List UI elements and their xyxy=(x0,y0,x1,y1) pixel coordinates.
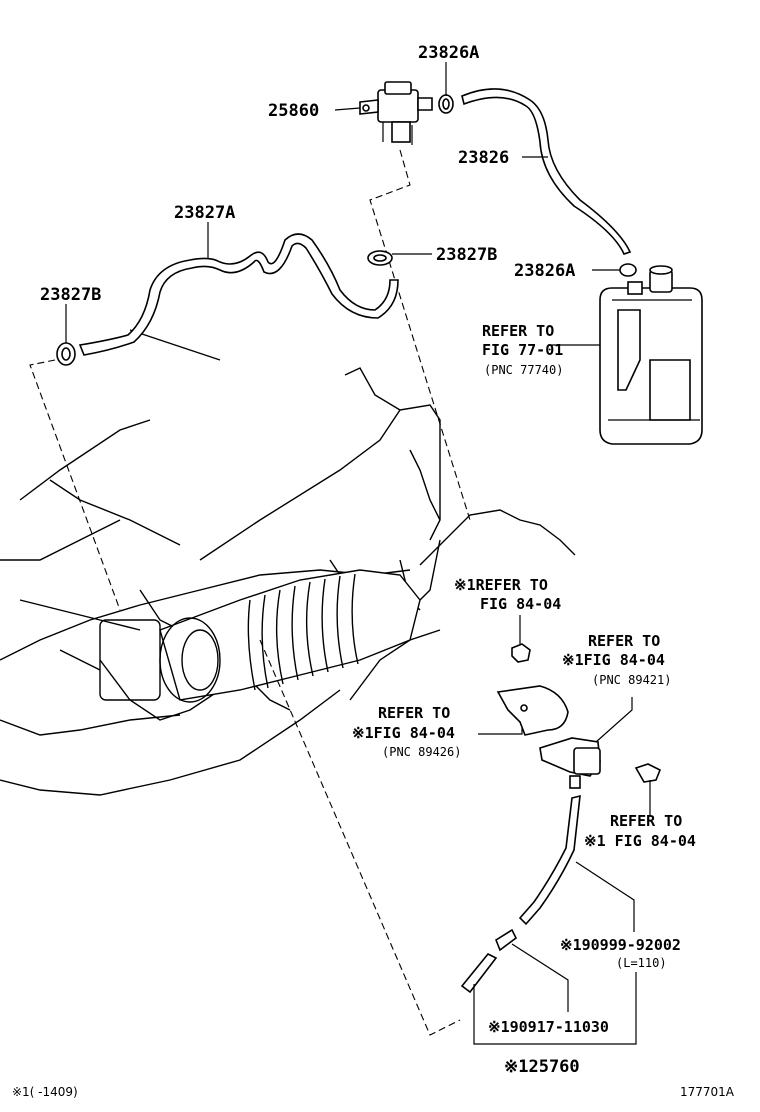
nut-part xyxy=(511,643,531,663)
refer-84d-line2: ※1 FIG 84-04 xyxy=(584,832,696,850)
refer-84b-line1: REFER TO xyxy=(588,632,660,650)
leader-lines xyxy=(65,62,651,1045)
label-23826: 23826 xyxy=(458,148,509,168)
hose-23827a xyxy=(78,233,399,356)
clamp-23827b-left xyxy=(56,342,76,366)
vsv-valve-25860 xyxy=(359,81,433,145)
charcoal-canister xyxy=(599,265,703,445)
hose-90999 xyxy=(518,794,581,926)
connector-90917 xyxy=(495,928,518,952)
figure-id: 177701A xyxy=(680,1085,735,1099)
refer-84d-line1: REFER TO xyxy=(610,812,682,830)
bracket-part xyxy=(496,685,569,736)
label-90999: ※190999-92002 xyxy=(560,936,681,954)
label-25860: 25860 xyxy=(268,101,319,121)
assembly-dashed-lines xyxy=(29,149,471,1036)
refer-77-line3: (PNC 77740) xyxy=(484,363,563,377)
refer-77-line2: FIG 77-01 xyxy=(482,341,563,359)
refer-84c-line3: (PNC 89426) xyxy=(382,745,461,759)
pressure-sensor xyxy=(539,737,601,789)
label-23827b-left: 23827B xyxy=(40,285,101,305)
label-23826a-right: 23826A xyxy=(514,261,575,281)
footnote: ※1( -1409) xyxy=(12,1085,78,1099)
refer-84b-line2: ※1FIG 84-04 xyxy=(562,651,665,669)
clamp-23826a-right xyxy=(619,263,637,277)
clamp-23826a-top xyxy=(438,94,454,114)
refer-77-line1: REFER TO xyxy=(482,322,554,340)
hose-25760 xyxy=(460,952,498,994)
label-23826a-top: 23826A xyxy=(418,43,479,63)
hose-23826 xyxy=(461,88,632,255)
part-labels: 23826A 25860 23826 23827A 23827B 23826A … xyxy=(12,43,735,1099)
label-23827b-right: 23827B xyxy=(436,245,497,265)
refer-84c-line1: REFER TO xyxy=(378,704,450,722)
refer-84a-line2: FIG 84-04 xyxy=(480,595,561,613)
air-intake-duct xyxy=(99,569,421,703)
label-90917: ※190917-11030 xyxy=(488,1018,609,1036)
refer-84b-line3: (PNC 89421) xyxy=(592,673,671,687)
clamp-23827b-right xyxy=(367,250,393,266)
label-90999-length: (L=110) xyxy=(616,956,667,970)
refer-84a-line1: ※1REFER TO xyxy=(454,576,548,594)
engine-background-outline xyxy=(0,329,576,796)
bolt-part xyxy=(634,763,662,783)
refer-84c-line2: ※1FIG 84-04 xyxy=(352,724,455,742)
label-23827a: 23827A xyxy=(174,203,235,223)
label-25760: ※125760 xyxy=(504,1057,580,1077)
